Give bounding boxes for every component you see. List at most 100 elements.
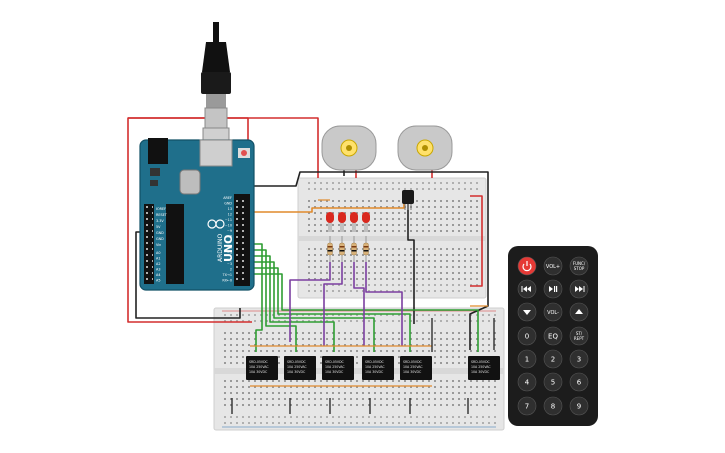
pin-label: 7 [230,240,232,244]
wire-green-1 [250,243,263,352]
remote-button[interactable]: 6 [569,372,589,392]
remote-button-label: 1 [525,356,529,364]
wire-black-top [250,171,489,350]
remote-button[interactable]: ST/REPT [569,326,589,346]
remote-button[interactable]: 3 [569,349,589,369]
resistor [339,236,345,262]
wire-green-4 [250,261,375,352]
arduino-logo [207,219,225,229]
fast-forward-icon [575,286,585,292]
remote-button-label: ST/ [576,331,583,336]
wire-green-5 [250,267,411,352]
wire-black-ir [407,198,415,324]
remote-button[interactable]: 0 [517,326,537,346]
remote-button[interactable]: VOL- [543,302,563,322]
up-arrow-icon [575,309,583,314]
remote-button[interactable]: 1 [517,349,537,369]
remote-button[interactable]: FUNC/STOP [569,256,589,276]
wire-green-2 [250,249,297,352]
pin-label: ~9 [227,229,232,233]
pin-label: 13 [228,207,232,211]
pin-label: TX→1 [222,273,232,277]
remote-button[interactable]: EQ [543,326,563,346]
remote-button[interactable] [517,256,537,276]
relay-label: 10A 30VDC [471,370,490,374]
wire-green-3 [250,255,335,352]
pin-label: ~6 [227,246,232,250]
relay-label: 10A 30VDC [325,370,344,374]
remote-button[interactable]: 9 [569,396,589,416]
remote-button[interactable] [517,302,537,322]
relay-label: 10A 250VAC [471,365,491,369]
remote-button[interactable]: 7 [517,396,537,416]
leds [326,212,370,232]
remote-button[interactable] [543,279,563,299]
resistor [351,236,357,262]
wire-orange-signal [250,200,405,213]
relay-label: SRD-05VDC [287,360,307,364]
remote-button[interactable]: 4 [517,372,537,392]
power-icon [522,261,532,272]
analog-pin-label: A1 [156,257,160,261]
remote-button-label: 8 [551,403,555,411]
analog-pin-label: A4 [156,273,160,277]
relay-label: 10A 250VAC [287,365,307,369]
digital-pin-labels: AREFGND1312~11~10~987~6~54~32TX→1RX←0IOR… [156,196,232,283]
analog-pin-label: A3 [156,268,160,272]
remote-button[interactable]: 8 [543,396,563,416]
relay-label: 10A 250VAC [325,365,345,369]
relay-label: SRD-05VDC [249,360,269,364]
remote-button[interactable] [569,279,589,299]
remote-button[interactable] [517,279,537,299]
remote-button-label: 0 [525,333,529,341]
pin-label: GND [224,202,232,206]
upper-breadboard [297,177,487,299]
remote-button-label: STOP [574,266,585,271]
wires [127,117,495,414]
led-red [362,212,370,232]
wire-black-ties [231,318,495,414]
pin-label: ~5 [227,251,232,255]
remote-button-label: EQ [548,333,558,341]
resistors [327,236,369,262]
remote-button-label: 7 [525,403,529,411]
pin-label: 2 [230,268,232,272]
pin-label: ~10 [225,224,232,228]
remote-button-label: 4 [525,379,530,387]
remote-button[interactable] [569,302,589,322]
arduino-brand: ARDUINO [217,233,224,262]
relay-label: 10A 30VDC [249,370,268,374]
remote-button[interactable]: 2 [543,349,563,369]
relay-label: SRD-05VDC [325,360,345,364]
analog-pin-label: A0 [156,251,160,255]
resistor [363,236,369,262]
relay-label: 10A 30VDC [287,370,306,374]
remote-button-label: VOL+ [546,264,560,270]
remote-button-label: VOL- [547,310,559,316]
remote-button[interactable]: VOL+ [543,256,563,276]
pin-label: ~11 [225,218,232,222]
resistor [327,236,333,262]
wire-red-top [128,117,319,178]
remote-button-label: FUNC/ [573,261,586,266]
play-pause-icon [549,286,558,292]
power-pin-label: IOREF [156,207,166,211]
remote-button-label: 2 [551,356,555,364]
relay-label: 10A 250VAC [249,365,269,369]
wire-green-6 [250,273,479,352]
arduino-uno: ARDUINO UNO AREFGND1312~11~10~987~6~54~3… [139,138,255,291]
pin-label: 4 [230,257,232,261]
dc-motor-1 [321,125,377,171]
relay-label: 10A 250VAC [365,365,385,369]
pin-label: 8 [230,235,232,239]
relay-label: 10A 30VDC [365,370,384,374]
remote-button[interactable]: 5 [543,372,563,392]
power-pin-label: 3.3V [156,219,164,223]
remote-button-label: REPT [574,336,585,341]
pin-label: 12 [228,213,232,217]
